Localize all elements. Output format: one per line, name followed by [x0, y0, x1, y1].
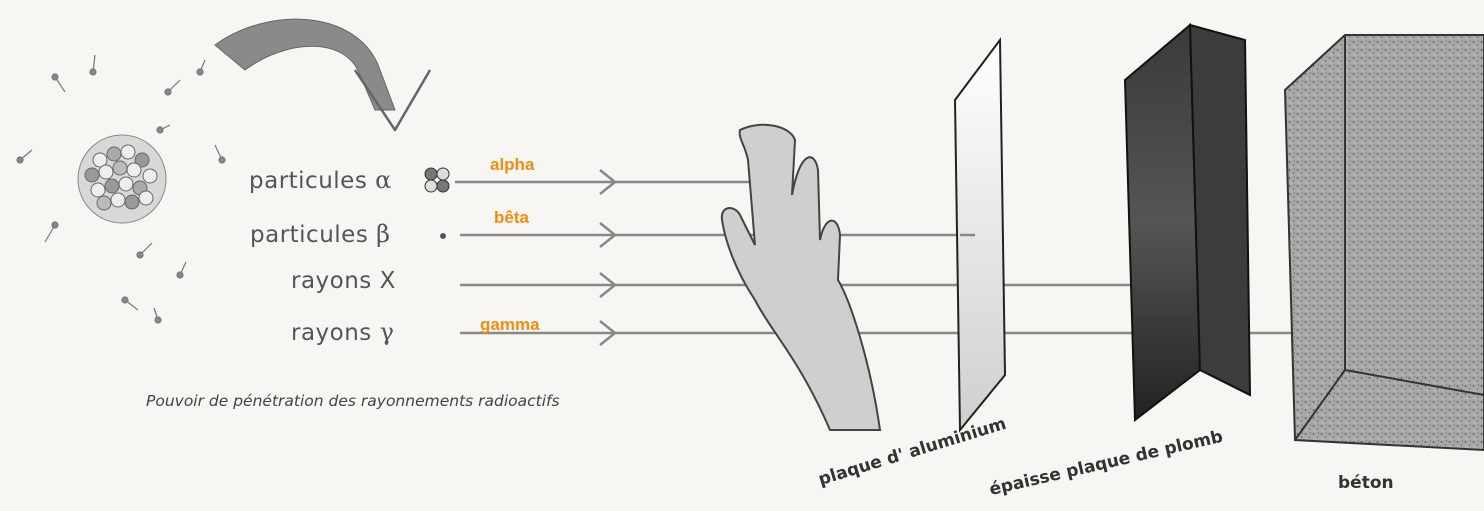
ray-label-beta: particules β	[250, 220, 391, 248]
ray-symbol: X	[380, 268, 396, 294]
nucleus	[78, 135, 166, 223]
curved-arrow-icon	[215, 19, 430, 130]
lead-plate	[1125, 25, 1250, 420]
tag-alpha: alpha	[490, 155, 534, 175]
ray-name: particules	[249, 168, 367, 194]
ray-symbol: α	[375, 166, 392, 194]
ray-symbol: β	[376, 220, 390, 248]
ray-label-gamma: rayons γ	[291, 318, 394, 346]
tag-beta: bêta	[494, 208, 529, 228]
tag-gamma: gamma	[480, 315, 540, 335]
ray-symbol: γ	[380, 318, 395, 346]
ray-label-x: rayons X	[291, 268, 396, 294]
label-concrete: béton	[1338, 473, 1394, 493]
ray-name: particules	[250, 222, 368, 248]
beta-particle-icon	[440, 233, 446, 239]
ray-name: rayons	[291, 268, 372, 294]
concrete-block	[1285, 35, 1484, 450]
hand	[722, 125, 880, 430]
figure-caption: Pouvoir de pénétration des rayonnements …	[146, 392, 560, 410]
alpha-particle-icon	[425, 168, 449, 192]
ray-name: rayons	[291, 320, 372, 346]
ray-label-alpha: particules α	[249, 166, 392, 194]
